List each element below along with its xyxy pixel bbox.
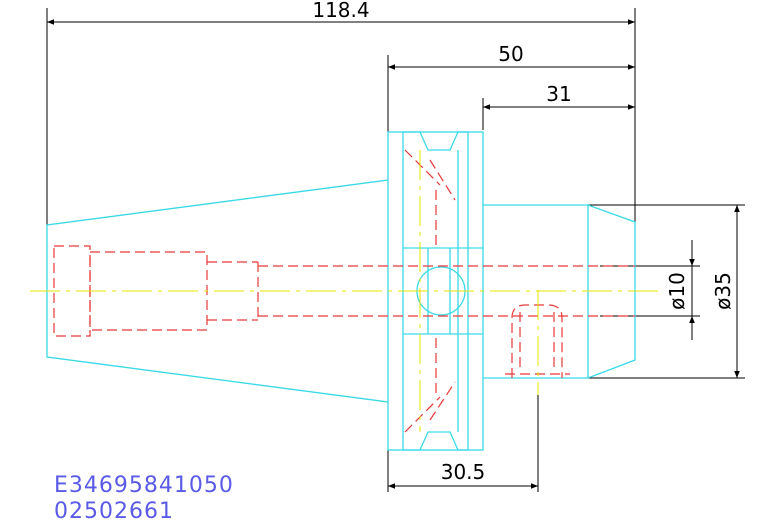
dim-flange-width: 30.5 [441,460,486,484]
dim-bore-diameter: ø10 [665,272,689,310]
serial-number: 02502661 [54,499,174,523]
dim-overall-length: 118.4 [312,0,369,22]
dim-flange-to-end: 50 [498,42,523,66]
centerlines [30,150,660,432]
dim-shank-length: 31 [546,82,571,106]
dim-outer-diameter: ø35 [711,272,735,310]
dimension-lines [46,8,745,492]
part-code: E34695841050 [54,473,234,498]
